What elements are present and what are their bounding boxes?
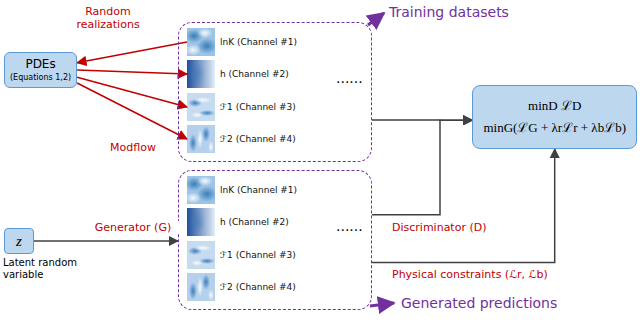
- node-text: Generated predictions: [401, 295, 557, 311]
- node-text: ℱ1 (Channel #3): [220, 250, 296, 260]
- node-subtext: minG(ℒG + λrℒr + λbℒb): [483, 119, 626, 137]
- edge-label: Modflow: [96, 141, 170, 154]
- channel-item: lnK (Channel #1): [187, 176, 297, 204]
- lnk-image: [185, 176, 217, 204]
- node-text: ℱ2 (Channel #4): [220, 134, 296, 144]
- node-text: h (Channel #2): [220, 69, 289, 79]
- process-box: PDEs(Equations 1,2): [4, 52, 77, 88]
- node-text: lnK (Channel #1): [220, 185, 297, 195]
- head-image: [187, 60, 215, 88]
- channel-item: h (Channel #2): [187, 60, 289, 88]
- channel-item: h (Channel #2): [187, 208, 289, 236]
- node-subtext: Latent random variable: [3, 257, 83, 281]
- channel-item: ℱ2 (Channel #4): [187, 273, 296, 301]
- node-text: ℱ1 (Channel #3): [220, 102, 296, 112]
- flux-image: [187, 93, 215, 121]
- edge-label: Generator (G): [86, 221, 180, 234]
- connector-arrow: [372, 149, 555, 262]
- node-subtext: (Equations 1,2): [10, 72, 71, 83]
- connector-arrow: [77, 70, 187, 74]
- callout-arrow: [368, 13, 384, 25]
- prediction-frame: Generated predictionslnK (Channel #1)h (…: [178, 170, 372, 310]
- channel-item: lnK (Channel #1): [187, 28, 297, 56]
- flux-image: [187, 241, 215, 269]
- channel-item: ℱ1 (Channel #3): [187, 241, 296, 269]
- loss-box: minD ℒD minG(ℒG + λrℒr + λbℒb): [472, 85, 637, 149]
- node-text: lnK (Channel #1): [220, 37, 297, 47]
- edge-label: Random realizations: [64, 5, 152, 31]
- node-text: minD ℒD: [528, 97, 581, 115]
- node-text: ℱ2 (Channel #4): [220, 282, 296, 292]
- connector-arrow: [77, 42, 187, 63]
- channel-item: ℱ2 (Channel #4): [187, 125, 296, 153]
- connector-arrow: [77, 83, 187, 139]
- edge-label: Physical constraints (ℒr, ℒb): [390, 268, 550, 281]
- flux-image: [187, 125, 215, 153]
- ellipsis-label: ......: [336, 218, 363, 234]
- dataset-frame: Training datasetslnK (Channel #1)h (Chan…: [178, 22, 372, 162]
- callout-arrow: [370, 303, 394, 306]
- channel-item: ℱ1 (Channel #3): [187, 93, 296, 121]
- connector-arrow: [34, 240, 178, 242]
- latent-box: zLatent random variable: [4, 228, 34, 254]
- node-text: h (Channel #2): [220, 217, 289, 227]
- flux-image: [187, 273, 215, 301]
- connector-arrow: [372, 120, 472, 215]
- node-text: z: [16, 233, 22, 250]
- edge-label: Discriminator (D): [390, 221, 488, 234]
- head-image: [187, 208, 215, 236]
- ellipsis-label: ......: [336, 70, 363, 86]
- lnk-image: [185, 28, 217, 56]
- node-text: Training datasets: [389, 4, 509, 20]
- node-text: PDEs: [10, 57, 71, 72]
